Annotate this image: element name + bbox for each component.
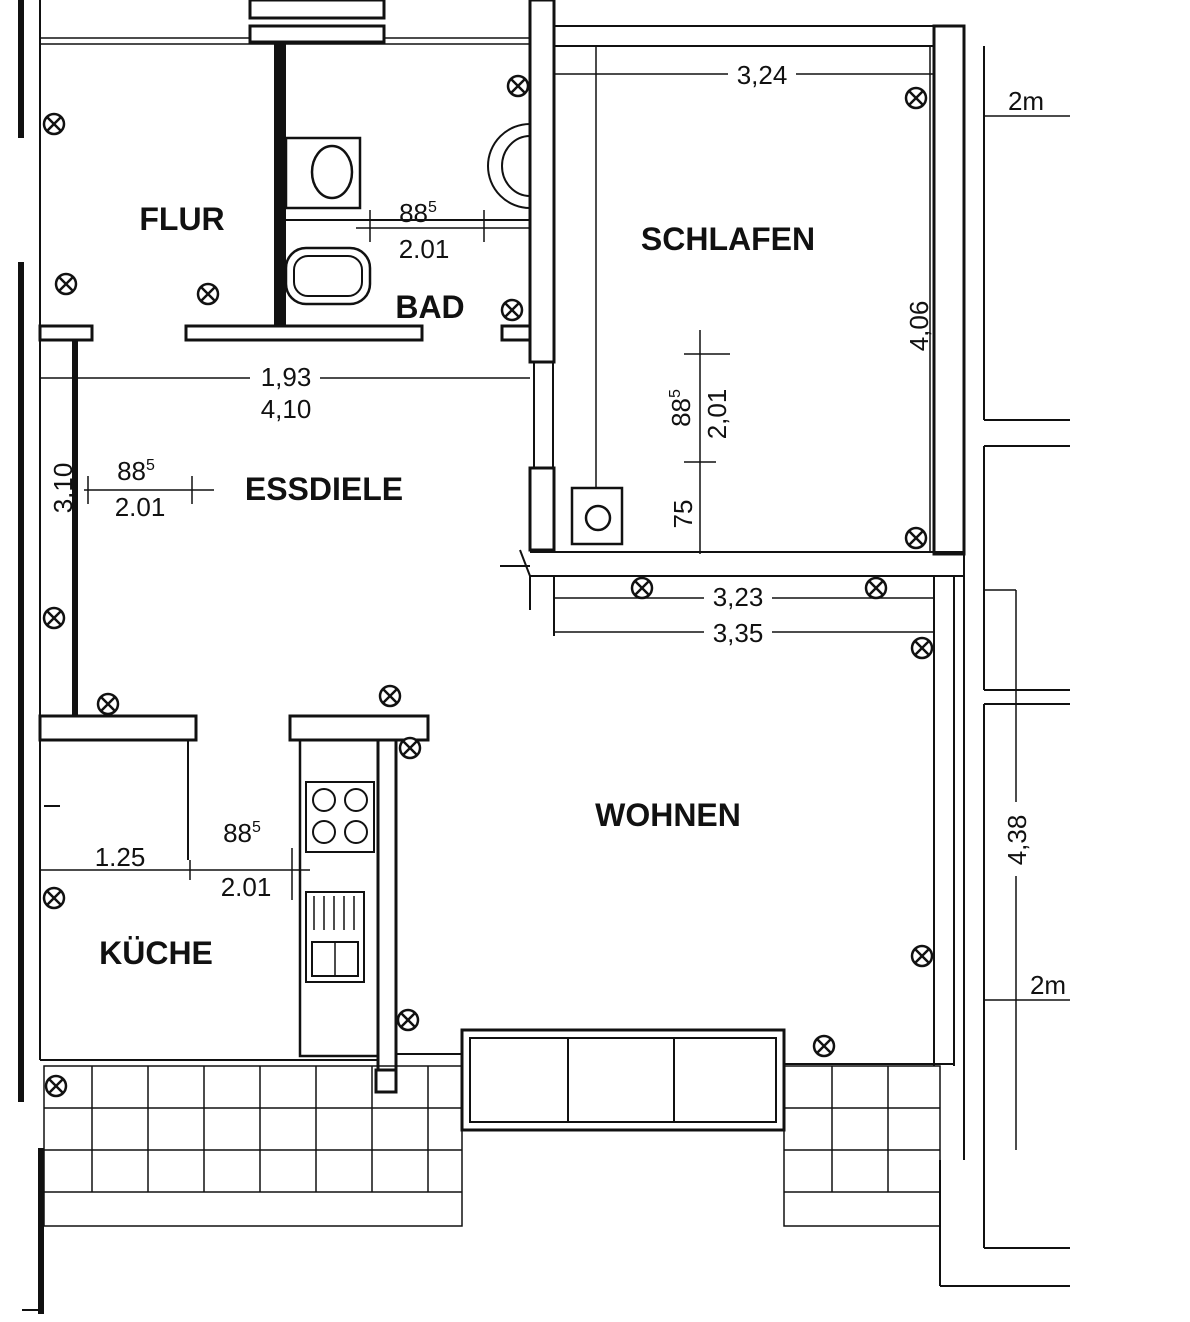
dim-bad-door-height: 2.01 [399, 234, 450, 264]
dim-kueche-door-height: 2.01 [221, 872, 272, 902]
dim-kueche-door-width: 885 [223, 818, 261, 848]
dim-schlafen-door-height: 2,01 [702, 389, 732, 440]
exterior-wall-left [18, 262, 24, 1102]
ceiling-light-icon [54, 272, 78, 296]
ceiling-light-icon [864, 576, 888, 600]
ceiling-light-icon [904, 86, 928, 110]
room-label-bad: BAD [395, 289, 464, 325]
dim-schlafen-door-width: 885 [666, 389, 696, 427]
terrace-tiles [43, 1065, 941, 1227]
bathroom-fixtures [284, 123, 531, 306]
room-label-wohnen: WOHNEN [595, 797, 741, 833]
wall-flur-bad [274, 44, 286, 330]
ceiling-light-icon [630, 576, 654, 600]
dim-essdiele-door-height: 2.01 [115, 492, 166, 522]
dim-schlafen-door: 885 [666, 389, 696, 427]
ceiling-light-icon [42, 112, 66, 136]
ceiling-light-icon [904, 526, 928, 550]
wall-essdiele-kueche [38, 714, 198, 742]
ceiling-light-icon [506, 74, 530, 98]
toilet-icon [284, 136, 362, 210]
ceiling-light-icon [812, 1034, 836, 1058]
ceiling-light-icon [44, 1074, 68, 1098]
dim-essdiele-depth: 3,10 [48, 463, 78, 514]
kitchen-fixtures [298, 738, 380, 1058]
ceiling-light-icon [96, 692, 120, 716]
dim-bad-door-width: 885 [399, 198, 437, 228]
dim-outer-top: 2m [1008, 86, 1044, 116]
room-label-schlafen: SCHLAFEN [641, 221, 815, 257]
bathtub-icon [284, 246, 372, 306]
ceiling-light-icon [396, 1008, 420, 1032]
dim-essdiele-door-width: 885 [117, 456, 155, 486]
ceiling-light-icon [196, 282, 220, 306]
dim-essdiele-width-b: 4,10 [261, 394, 312, 424]
washbasin-icon [487, 123, 531, 209]
room-label-kueche: KÜCHE [99, 935, 213, 971]
heater-box-icon [570, 486, 624, 546]
window-top [248, 0, 386, 20]
balcony-window [460, 1028, 786, 1132]
wall-essdiele-left [72, 340, 78, 716]
stove-icon [305, 781, 375, 853]
dimension-lines [40, 46, 1070, 1150]
dim-essdiele-width-a: 1,93 [261, 362, 312, 392]
ceiling-light-icon [378, 684, 402, 708]
dim-wohnen-width-b: 3,35 [713, 618, 764, 648]
dim-wohnen-width-a: 3,23 [713, 582, 764, 612]
dim-wohnen-depth: 4,38 [1002, 815, 1032, 866]
ceiling-light-icon [398, 736, 422, 760]
wall-schlafen-right [932, 24, 966, 556]
exterior-wall-left-top [18, 0, 24, 138]
ceiling-light-icon [910, 944, 934, 968]
ceiling-light-icon [500, 298, 524, 322]
dim-kueche-width: 1.25 [95, 842, 146, 872]
dim-schlafen-sill: 75 [668, 500, 698, 529]
dim-schlafen-width: 3,24 [737, 60, 788, 90]
ceiling-light-icon [42, 606, 66, 630]
dim-schlafen-depth: 4,06 [904, 301, 934, 352]
room-label-essdiele: ESSDIELE [245, 471, 403, 507]
ceiling-lights [42, 74, 934, 1098]
exterior-wall-left-bottom [38, 1148, 44, 1314]
room-label-flur: FLUR [139, 201, 224, 237]
dim-outer-bottom: 2m [1030, 970, 1066, 1000]
ceiling-light-icon [42, 886, 66, 910]
walls [18, 0, 1070, 1314]
sink-icon [305, 891, 365, 983]
wall-bad-schlafen [528, 0, 556, 364]
ceiling-light-icon [910, 636, 934, 660]
